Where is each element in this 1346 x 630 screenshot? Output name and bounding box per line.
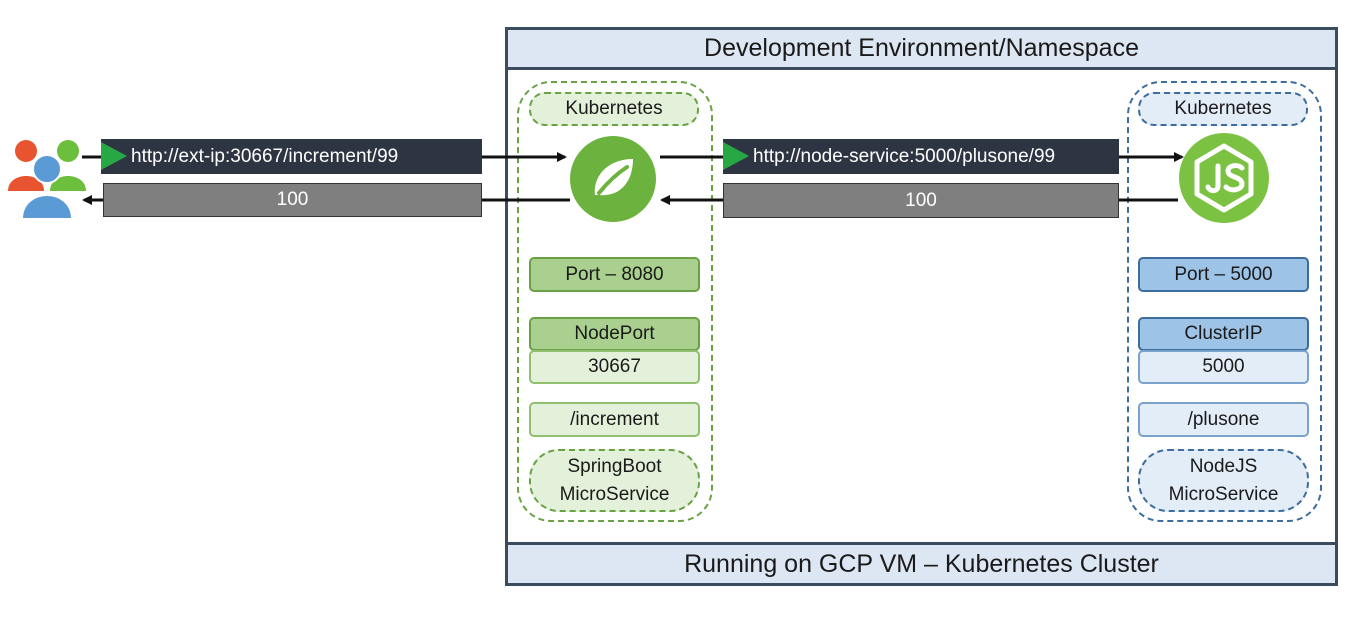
environment-title: Development Environment/Namespace — [508, 30, 1335, 70]
client-request-bar: http://ext-ip:30667/increment/99 — [101, 139, 482, 174]
internal-request-bar: http://node-service:5000/plusone/99 — [723, 139, 1119, 174]
play-icon — [723, 142, 749, 170]
nodejs-service-port: 5000 — [1138, 350, 1309, 384]
springboot-service-port: 30667 — [529, 350, 700, 384]
internal-request-url: http://node-service:5000/plusone/99 — [753, 145, 1056, 167]
springboot-name-line1: SpringBoot — [567, 455, 662, 477]
nodejs-kubernetes-label: Kubernetes — [1138, 92, 1308, 126]
client-response-bar: 100 — [103, 183, 482, 217]
nodejs-icon — [1178, 132, 1270, 224]
users-icon — [6, 133, 88, 223]
nodejs-name-line2: MicroService — [1168, 483, 1279, 505]
nodejs-service-type: ClusterIP — [1138, 317, 1309, 351]
nodejs-microservice-label: NodeJS MicroService — [1138, 449, 1309, 512]
nodejs-port: Port – 5000 — [1138, 257, 1309, 292]
spring-leaf-icon — [569, 135, 657, 223]
springboot-endpoint: /increment — [529, 402, 700, 437]
springboot-microservice-label: SpringBoot MicroService — [529, 449, 700, 512]
springboot-port: Port – 8080 — [529, 257, 700, 292]
nodejs-name-line1: NodeJS — [1189, 455, 1258, 477]
springboot-name-line2: MicroService — [559, 483, 670, 505]
client-request-url: http://ext-ip:30667/increment/99 — [131, 145, 399, 167]
environment-footer: Running on GCP VM – Kubernetes Cluster — [508, 542, 1335, 583]
springboot-kubernetes-label: Kubernetes — [529, 92, 699, 126]
internal-response-bar: 100 — [723, 183, 1119, 218]
nodejs-endpoint: /plusone — [1138, 402, 1309, 437]
play-icon — [101, 142, 127, 170]
